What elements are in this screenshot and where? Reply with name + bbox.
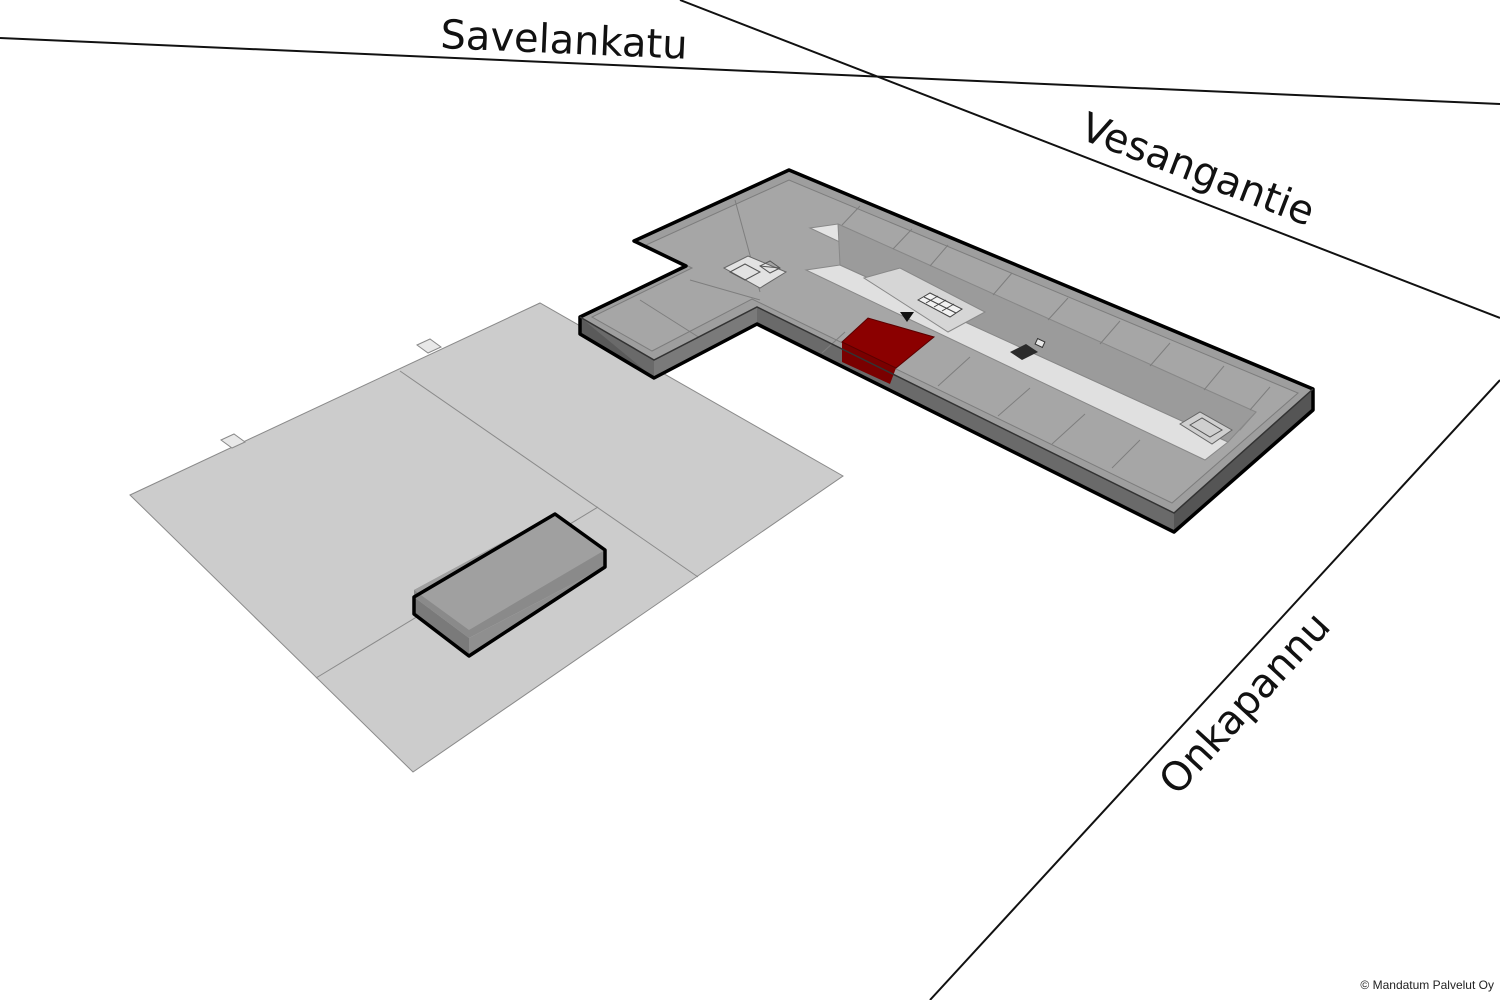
vesangantie-road-line xyxy=(679,0,1500,319)
main-building xyxy=(578,168,1315,534)
savelankatu-road-line xyxy=(0,37,1500,105)
small-building xyxy=(412,512,607,658)
entrance-arrow-icon xyxy=(900,312,914,322)
street-label-onkapannu: Onkapannu xyxy=(1150,603,1339,803)
street-label-vesangantie: Vesangantie xyxy=(1074,104,1320,235)
elevator-icon xyxy=(1010,344,1038,360)
copyright-notice: © Mandatum Palvelut Oy xyxy=(1360,978,1494,992)
end-stair-icon xyxy=(1179,411,1233,445)
street-label-savelankatu: Savelankatu xyxy=(440,12,689,69)
west-stair-icon xyxy=(722,255,788,289)
adjacent-parcel xyxy=(129,302,844,773)
staircase-icon xyxy=(916,292,963,318)
onkapannu-road-line xyxy=(929,379,1500,1000)
